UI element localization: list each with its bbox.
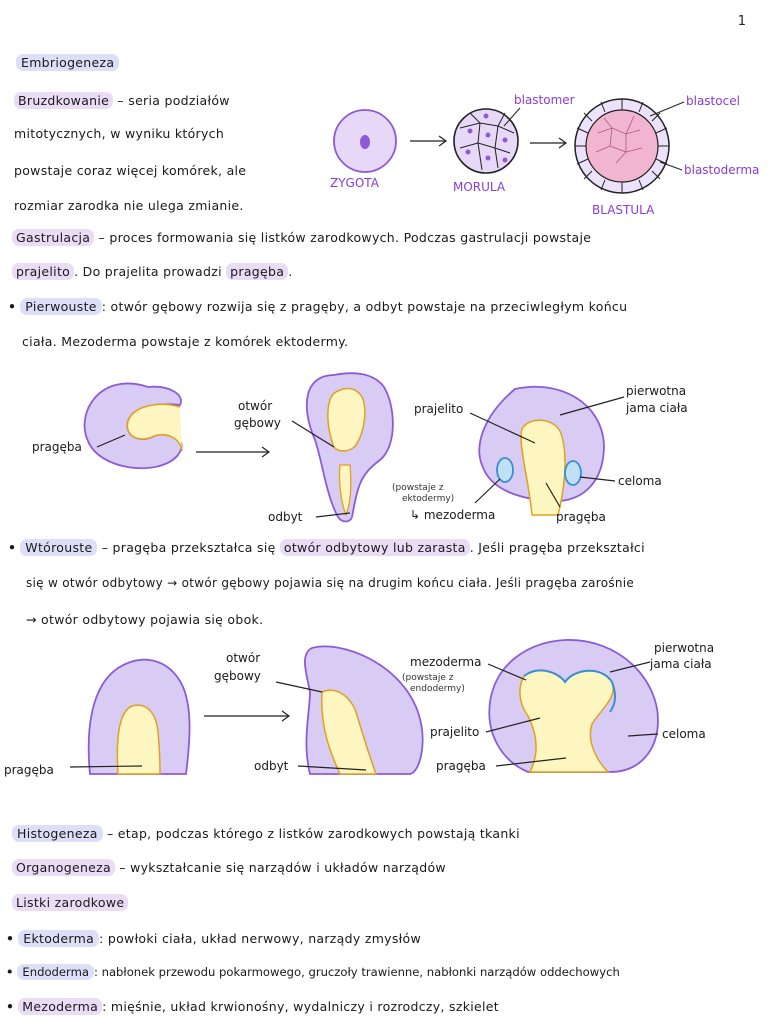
bruzdkowanie-line-2: mitotycznych, w wyniku których [14, 126, 225, 141]
bullet: • [6, 931, 15, 946]
wtorouste-line-1: •Wtórouste – pragęba przekształca się ot… [8, 539, 645, 556]
celoma-label-2: celoma [662, 727, 706, 741]
pierwotna-label-3: pierwotna [654, 641, 714, 655]
bullet: • [6, 999, 15, 1014]
listki-title: Listki zarodkowe [12, 894, 129, 911]
mezoderma-term: Mezoderma [18, 998, 103, 1015]
bullet: • [8, 540, 17, 555]
pierwouste-line-2: ciała. Mezoderma powstaje z komórek ekto… [22, 334, 349, 349]
pierwouste-line-1: •Pierwouste: otwór gębowy rozwija się z … [8, 298, 628, 315]
histogeneza-term: Histogeneza [12, 825, 103, 842]
wtorouste-term: Wtórouste [20, 539, 98, 556]
title-highlight: Embriogeneza [16, 54, 120, 71]
powstaje-label-3: (powstaje z [402, 673, 454, 683]
morula-label: MORULA [453, 180, 506, 194]
endoderma-term: Endoderma [17, 964, 95, 980]
pragęba-term: pragęba [226, 263, 289, 280]
zygota-cell [333, 109, 397, 173]
blastocel-label: blastocel [686, 94, 740, 108]
celoma-label-1: celoma [618, 474, 662, 488]
otwor-gebowy-label-1: otwór [238, 399, 272, 413]
pierwotna-label-1: pierwotna [626, 384, 686, 398]
mezoderma-text: : mięśnie, układ krwionośny, wydalniczy … [102, 999, 499, 1014]
organogeneza-text: – wykształcanie się narządów i układów n… [114, 860, 446, 875]
ektoderma-term: Ektoderma [18, 930, 100, 947]
wtorouste-highlight: otwór odbytowy lub zarasta [279, 539, 470, 556]
histogeneza-text: – etap, podczas którego z listków zarodk… [102, 826, 520, 841]
gastrulacja-text-1: – proces formowania się listków zarodkow… [94, 230, 592, 245]
zygota-label: ZYGOTA [330, 176, 380, 190]
bullet: • [6, 965, 14, 979]
prajelito-term: prajelito [12, 263, 75, 280]
wtorouste-line-2: się w otwór odbytowy → otwór gębowy poja… [26, 576, 635, 590]
organogeneza-term: Organogeneza [12, 859, 115, 876]
pragęba-label-1: pragęba [32, 440, 82, 454]
bullet: • [8, 299, 17, 314]
bruzdkowanie-text-1: – seria podziałów [113, 93, 230, 108]
mezoderma-label-1: ↳ mezoderma [410, 508, 495, 522]
protostome-diagram: pragęba otwór gębowy odbyt prajelito pie… [32, 372, 688, 524]
blastomer-label: blastomer [514, 93, 575, 107]
pierwouste-text-1: : otwór gębowy rozwija się z pragęby, a … [101, 299, 628, 314]
prajelito-label-2: prajelito [430, 725, 479, 739]
pierwotna-label-2: jama ciała [625, 401, 688, 415]
otwor-gebowy-label-2: gębowy [234, 416, 281, 430]
otwor-label-1: otwór [226, 651, 260, 665]
pierwouste-term: Pierwouste [20, 298, 102, 315]
blastoderma-label: blastoderma [684, 163, 759, 177]
list-item: •Mezoderma: mięśnie, układ krwionośny, w… [6, 998, 499, 1015]
otwor-label-2: gębowy [214, 669, 261, 683]
ektoderma-text: : powłoki ciała, układ nerwowy, narządy … [99, 931, 422, 946]
gastrulacja-text-2: . Do prajelita prowadzi [74, 264, 227, 279]
deuterostome-diagram: pragęba otwór gębowy odbyt mezoderma (po… [4, 639, 714, 777]
histogeneza-line: Histogeneza – etap, podczas którego z li… [12, 825, 520, 842]
list-item: •Endoderma: nabłonek przewodu pokarmoweg… [6, 964, 620, 980]
bruzdkowanie-line-4: rozmiar zarodka nie ulega zmianie. [14, 198, 244, 213]
gastrulacja-term: Gastrulacja [12, 229, 95, 246]
pragęba-label-4: pragęba [436, 759, 486, 773]
page-number: 1 [737, 14, 746, 29]
odbyt-label-2: odbyt [254, 759, 289, 773]
wtorouste-line-3: → otwór odbytowy pojawia się obok. [26, 612, 264, 627]
gastrula-shape [83, 382, 183, 470]
prajelito-label-1: prajelito [414, 402, 463, 416]
gastrulacja-line-2: prajelito. Do prajelita prowadzi pragęba… [12, 263, 293, 280]
coelom-embryo [478, 385, 605, 516]
wtorouste-text-2: . Jeśli pragęba przekształci [469, 540, 645, 555]
pragęba-label-2: pragęba [556, 510, 606, 524]
endoderma-text: : nabłonek przewodu pokarmowego, gruczoł… [94, 965, 620, 979]
deutero-coelom-embryo [488, 639, 659, 773]
page-title: Embriogeneza [16, 54, 120, 71]
gastrulacja-text-3: . [288, 264, 293, 279]
protostome-embryo [305, 372, 394, 523]
wtorouste-text-1: – pragęba przekształca się [97, 540, 280, 555]
odbyt-label-1: odbyt [268, 510, 303, 524]
organogeneza-line: Organogeneza – wykształcanie się narządó… [12, 859, 446, 876]
listki-heading: Listki zarodkowe [12, 894, 129, 911]
morula-cell [453, 108, 519, 174]
pierwotna-label-4: jama ciała [649, 657, 712, 671]
bruzdkowanie-line-3: powstaje coraz więcej komórek, ale [14, 163, 247, 178]
list-item: •Ektoderma: powłoki ciała, układ nerwowy… [6, 930, 422, 947]
bruzdkowanie-line-1: Bruzdkowanie – seria podziałów [14, 92, 230, 109]
gastrulacja-line-1: Gastrulacja – proces formowania się list… [12, 229, 592, 246]
powstaje-label-1: (powstaje z [392, 483, 444, 493]
deutero-embryo [304, 645, 424, 775]
powstaje-label-2: ektodermy) [402, 494, 454, 504]
blastula-label: BLASTULA [592, 203, 655, 217]
bruzdkowanie-term: Bruzdkowanie [14, 92, 114, 109]
mezoderma-label-2: mezoderma [410, 655, 481, 669]
powstaje-label-4: endodermy) [410, 684, 465, 694]
pragęba-label-3: pragęba [4, 763, 54, 777]
blastula-cell [574, 98, 670, 194]
deutero-gastrula [87, 658, 191, 775]
cleavage-diagram: ZYGOTA MORULA blastomer BLASTULA blastoc… [330, 93, 759, 217]
